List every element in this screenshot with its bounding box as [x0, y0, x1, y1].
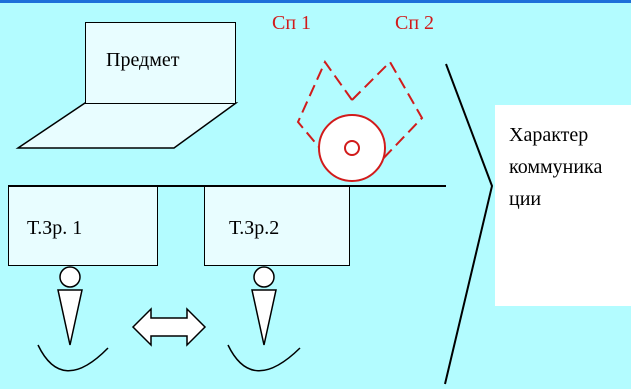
- viewer-1-arc: [37, 344, 109, 372]
- result-box: Характер коммуника ции: [495, 105, 631, 306]
- viewer-2-head: [253, 266, 275, 288]
- method-1-wedge: [296, 59, 353, 171]
- method-outer-circle: [318, 114, 386, 182]
- double-arrow: [131, 307, 207, 347]
- viewpoint-1-label: Т.Зр. 1: [27, 217, 83, 239]
- summary-bracket: [444, 63, 494, 385]
- top-stripe: [0, 0, 631, 3]
- viewpoint-2-label: Т.Зр.2: [229, 217, 280, 239]
- viewer-2-arc: [227, 344, 301, 372]
- viewpoint-1-box: Т.Зр. 1: [8, 186, 158, 266]
- viewer-2-eye-cone: [251, 289, 277, 346]
- viewer-1-head: [59, 266, 81, 288]
- viewer-1: [37, 266, 109, 372]
- method-1-label: Сп 1: [272, 12, 312, 34]
- result-line-2: коммуника: [509, 156, 603, 178]
- method-figure: [296, 59, 424, 182]
- result-text: Характер коммуника ции: [509, 119, 629, 215]
- method-2-label: Сп 2: [395, 12, 435, 34]
- viewpoint-2-box: Т.Зр.2: [204, 186, 350, 266]
- object-label: Предмет: [106, 49, 180, 71]
- viewer-1-eye-cone: [57, 289, 83, 346]
- method-2-wedge: [351, 60, 424, 167]
- result-line-3: ции: [509, 188, 542, 210]
- object-base: [15, 102, 239, 149]
- result-line-1: Характер: [509, 124, 589, 146]
- method-inner-circle: [344, 140, 360, 156]
- viewer-2: [227, 266, 301, 372]
- object-box: Предмет: [85, 22, 236, 104]
